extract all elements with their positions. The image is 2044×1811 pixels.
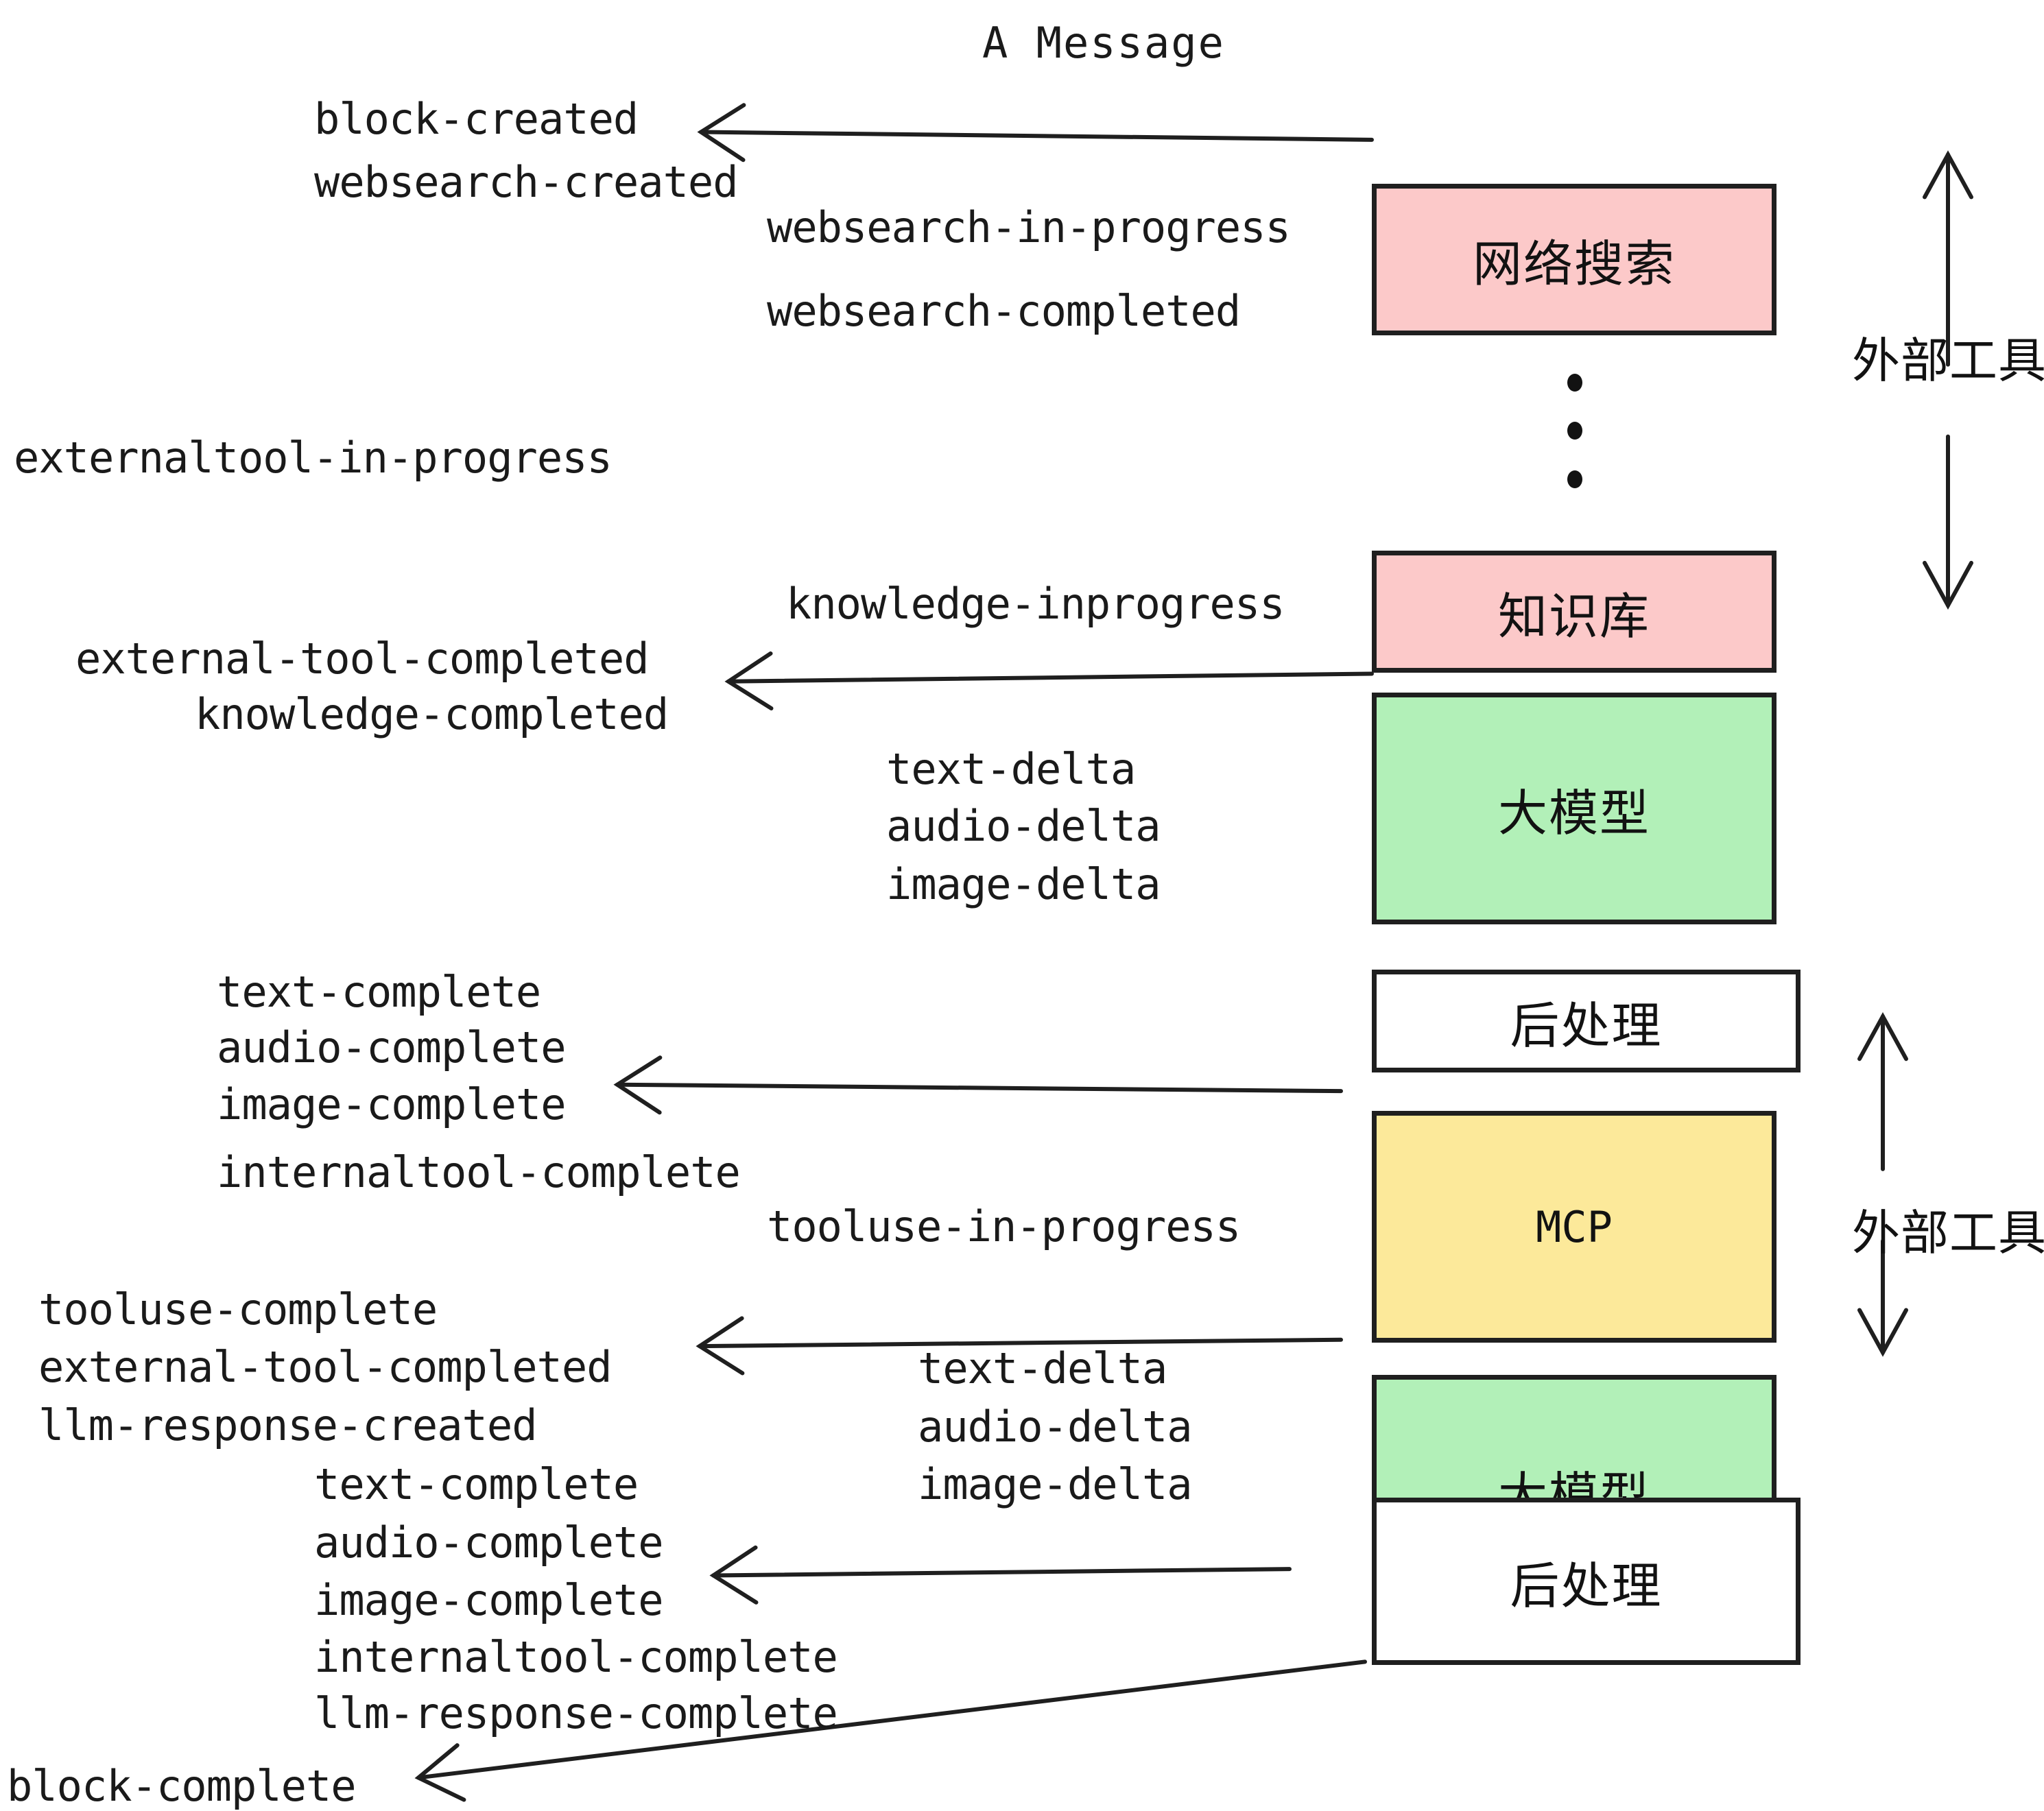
node-postproc-2: 后处理 <box>1372 1498 1801 1665</box>
node-label: MCP <box>1536 1201 1613 1252</box>
ellipsis-dot <box>1567 470 1582 488</box>
arrow-knowledge-completed <box>724 651 1374 711</box>
ellipsis-dot <box>1567 422 1582 440</box>
event-label-websearch-completed: websearch-completed <box>767 286 1241 336</box>
event-label-internaltool-complete-1: internaltool-complete <box>217 1147 741 1197</box>
arrow-audio-complete <box>709 1545 1292 1605</box>
page-title: A Message <box>982 18 1225 68</box>
arrow-block-complete <box>414 1659 1367 1802</box>
node-mcp: MCP <box>1372 1111 1776 1343</box>
event-label-tooluse-complete: tooluse-complete <box>38 1284 438 1334</box>
event-label-audio-delta-1: audio-delta <box>886 801 1161 851</box>
event-label-websearch-created: websearch-created <box>314 157 739 207</box>
event-label-audio-complete-1: audio-complete <box>217 1022 567 1072</box>
event-label-audio-delta-2: audio-delta <box>918 1402 1193 1452</box>
node-llm-1: 大模型 <box>1372 693 1776 924</box>
event-label-websearch-in-progress: websearch-in-progress <box>767 202 1291 252</box>
event-label-text-delta-2: text-delta <box>918 1343 1167 1393</box>
event-label-llm-response-complete: llm-response-complete <box>314 1688 838 1738</box>
event-label-text-delta-1: text-delta <box>886 744 1136 794</box>
node-websearch: 网络搜索 <box>1372 184 1776 335</box>
side-label-external-tool-bottom: 外部工具 <box>1852 1205 2044 1261</box>
event-label-image-delta-2: image-delta <box>918 1459 1193 1509</box>
node-knowledge: 知识库 <box>1372 551 1776 673</box>
node-label: 后处理 <box>1510 996 1663 1055</box>
event-label-internaltool-complete-2: internaltool-complete <box>314 1632 838 1682</box>
event-label-text-complete-1: text-complete <box>217 967 541 1017</box>
event-label-image-delta-1: image-delta <box>886 859 1161 909</box>
event-label-audio-complete-2: audio-complete <box>314 1518 664 1568</box>
arrow-tooluse-complete <box>696 1316 1343 1376</box>
ellipsis-dot <box>1567 374 1582 392</box>
event-label-external-tool-completed-1: external-tool-completed <box>75 634 650 684</box>
node-label: 知识库 <box>1497 587 1650 645</box>
node-label: 大模型 <box>1497 784 1650 842</box>
event-label-block-complete: block-complete <box>7 1761 357 1811</box>
event-label-text-complete-2: text-complete <box>314 1459 639 1509</box>
event-label-llm-response-created: llm-response-created <box>38 1400 538 1450</box>
event-label-block-created: block-created <box>314 94 639 144</box>
node-label: 网络搜索 <box>1472 235 1676 293</box>
event-label-tooluse-in-progress: tooluse-in-progress <box>767 1201 1241 1251</box>
event-label-knowledge-completed: knowledge-completed <box>195 689 669 739</box>
event-label-knowledge-inprogress: knowledge-inprogress <box>786 579 1285 629</box>
event-label-image-complete-1: image-complete <box>217 1079 567 1129</box>
arrow-image-complete <box>613 1055 1343 1115</box>
external-tool-range-bottom <box>1857 1011 1908 1357</box>
arrow-block-created <box>697 103 1374 163</box>
event-label-external-tool-completed-2: external-tool-completed <box>38 1342 613 1392</box>
event-label-image-complete-2: image-complete <box>314 1575 664 1625</box>
event-label-externaltool-in-progress: externaltool-in-progress <box>14 433 613 483</box>
external-tool-range-top <box>1923 150 1973 610</box>
side-label-external-tool-top: 外部工具 <box>1852 333 2044 389</box>
node-postproc-1: 后处理 <box>1372 970 1801 1072</box>
node-label: 后处理 <box>1510 1557 1663 1615</box>
